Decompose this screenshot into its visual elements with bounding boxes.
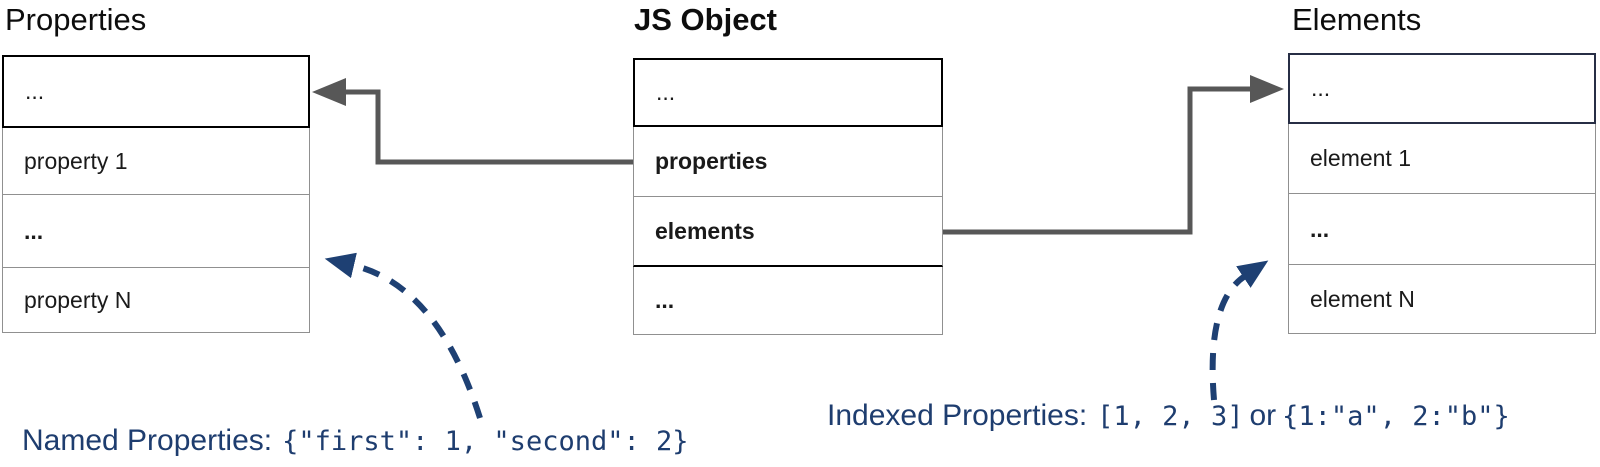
table-row: property N [2, 268, 310, 333]
table-row: property 1 [2, 128, 310, 195]
indexed-properties-annotation: Indexed Properties: [1, 2, 3]or{1:"a", 2:… [827, 399, 1510, 433]
properties-table: ... property 1 ... property N [2, 55, 310, 333]
properties-pointer-arrow-icon [312, 78, 633, 165]
properties-table-title: Properties [5, 2, 147, 37]
table-row: ... [2, 55, 310, 128]
table-row: ... [2, 195, 310, 268]
indexed-properties-label: Indexed Properties: [827, 399, 1088, 432]
named-properties-code: {"first": 1, "second": 2} [282, 426, 689, 457]
indexed-properties-or-label: or [1249, 399, 1277, 432]
js-object-table: ... properties elements ... [633, 58, 943, 335]
table-row: ... [633, 267, 943, 335]
table-row: ... [1288, 194, 1596, 265]
table-row: element 1 [1288, 124, 1596, 194]
elements-pointer-arrow-icon [943, 75, 1284, 235]
table-row: elements [633, 197, 943, 267]
elements-table-title: Elements [1292, 2, 1422, 37]
named-properties-annotation: Named Properties: {"first": 1, "second": … [22, 424, 689, 458]
indexed-properties-array-code: [1, 2, 3] [1097, 401, 1244, 432]
table-row: ... [1288, 53, 1596, 124]
indexed-properties-dashed-arrow-icon [1209, 260, 1269, 401]
named-properties-label: Named Properties: [22, 424, 273, 457]
table-row: element N [1288, 265, 1596, 334]
indexed-properties-object-code: {1:"a", 2:"b"} [1282, 401, 1510, 432]
table-row: properties [633, 127, 943, 197]
js-object-table-title: JS Object [634, 2, 777, 37]
named-properties-dashed-arrow-icon [324, 252, 483, 419]
elements-table: ... element 1 ... element N [1288, 53, 1596, 334]
table-row: ... [633, 58, 943, 127]
